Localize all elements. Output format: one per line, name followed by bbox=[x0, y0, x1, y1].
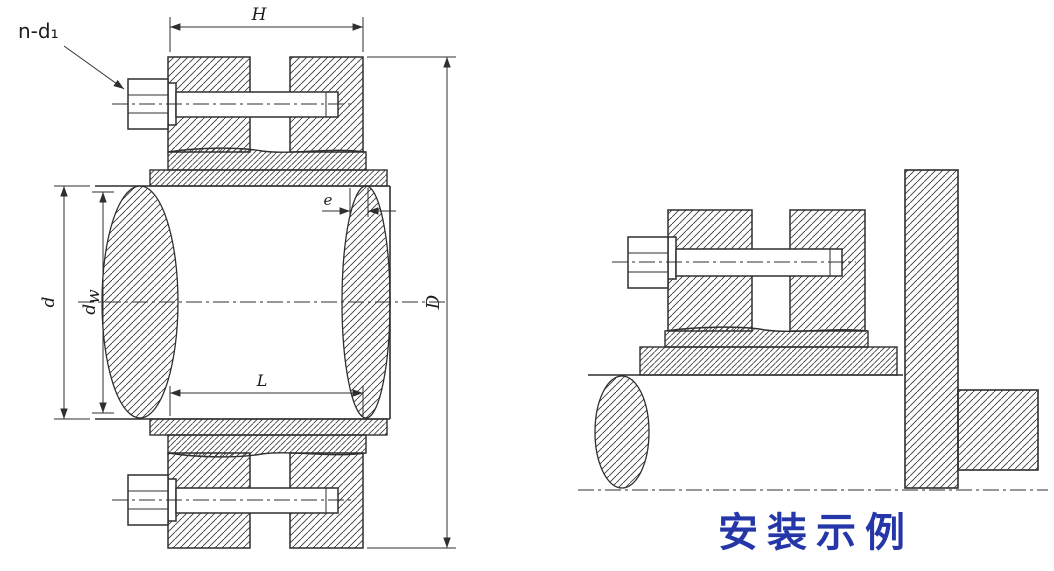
frame-wall bbox=[904, 169, 959, 489]
inner-ring-flange bbox=[639, 346, 898, 376]
installation-view: 安装示例 bbox=[578, 169, 1048, 556]
label-e: e bbox=[324, 191, 333, 209]
top-clamp-assembly bbox=[112, 56, 388, 187]
label-D: D bbox=[423, 294, 444, 310]
washer bbox=[667, 236, 677, 280]
dimension-d: d bbox=[39, 185, 90, 420]
shaft bbox=[78, 185, 448, 420]
label-n-d1: n-d₁ bbox=[18, 19, 59, 43]
label-dw-base: d bbox=[80, 304, 100, 315]
bolt-shank bbox=[675, 248, 843, 277]
mounted-clamp-assembly bbox=[612, 209, 898, 376]
installation-caption: 安装示例 bbox=[718, 510, 914, 556]
label-dw: dw bbox=[80, 289, 104, 315]
bolt-head bbox=[627, 236, 669, 289]
label-dw-subscript: w bbox=[84, 289, 104, 304]
label-L: L bbox=[256, 371, 268, 390]
frame-base bbox=[957, 389, 1039, 471]
dimension-H: H bbox=[169, 5, 364, 52]
shaft-break bbox=[594, 375, 650, 489]
dimension-D: D bbox=[367, 56, 456, 549]
bolt-shank bbox=[175, 487, 339, 514]
bolt-shank bbox=[175, 91, 339, 118]
clamp-bolt-top bbox=[112, 78, 352, 130]
clamp-bolt bbox=[612, 236, 856, 289]
section-view: H n-d₁ e d dw bbox=[18, 5, 456, 549]
dimension-dw: dw bbox=[80, 191, 114, 414]
dimension-e: e bbox=[322, 188, 396, 217]
bottom-clamp-assembly bbox=[112, 418, 388, 549]
inner-ring-flange-top bbox=[149, 169, 388, 187]
inner-ring-flange-bottom bbox=[149, 418, 388, 436]
dimension-L: L bbox=[169, 371, 364, 416]
clamp-bolt-bottom bbox=[112, 474, 352, 526]
leader-line bbox=[63, 45, 125, 90]
label-d: d bbox=[39, 296, 59, 307]
machine-frame bbox=[904, 169, 1039, 489]
callout-n-d1: n-d₁ bbox=[18, 19, 125, 90]
label-H: H bbox=[251, 5, 268, 25]
